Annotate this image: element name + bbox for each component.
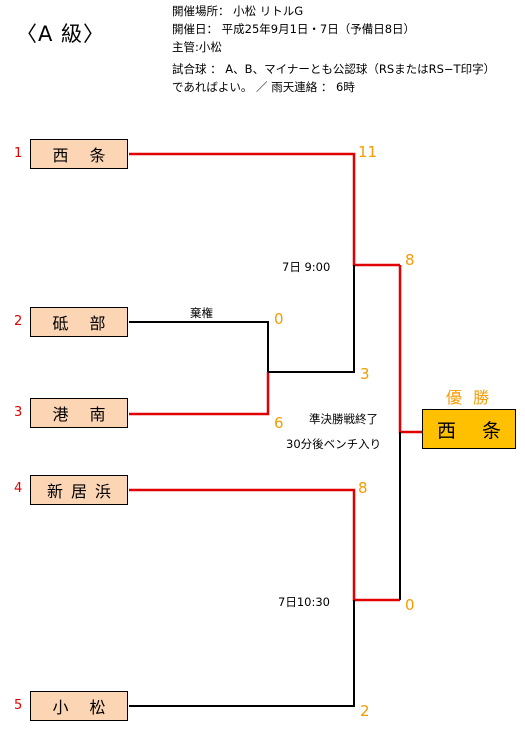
team-saijo: 西 条 bbox=[30, 139, 128, 169]
bench-note: 30分後ベンチ入り bbox=[286, 437, 382, 451]
score-final-bottom: 0 bbox=[405, 596, 415, 614]
semi2-time: 7日10:30 bbox=[278, 595, 330, 609]
venue-line: 開催場所： 小松 リトルG bbox=[172, 4, 304, 18]
date-line: 開催日： 平成25年9月1日・7日（予備日8日） bbox=[172, 22, 416, 36]
score-tobe: 0 bbox=[274, 310, 284, 328]
line-tobe bbox=[129, 321, 269, 372]
score-niihama: 8 bbox=[358, 479, 368, 497]
score-final-top: 8 bbox=[405, 251, 415, 269]
forfeit-note: 棄権 bbox=[190, 306, 213, 320]
seed-4: 4 bbox=[14, 481, 23, 496]
team-komatsu: 小 松 bbox=[30, 691, 128, 721]
organizer-line: 主管:小松 bbox=[172, 40, 222, 54]
champion-box: 西 条 bbox=[422, 409, 516, 449]
line-komatsu bbox=[129, 600, 355, 707]
seed-5: 5 bbox=[14, 698, 23, 713]
line-saijo bbox=[129, 152, 400, 267]
grade-title: 〈A 級〉 bbox=[16, 22, 106, 46]
line-konan-semi bbox=[268, 265, 355, 373]
line-konan bbox=[129, 372, 270, 416]
line-niihama bbox=[129, 488, 400, 602]
seed-2: 2 bbox=[14, 314, 23, 329]
score-saijo: 11 bbox=[358, 143, 378, 161]
semi1-time: 7日 9:00 bbox=[282, 260, 331, 274]
seed-1: 1 bbox=[14, 146, 23, 161]
score-konan-semi: 3 bbox=[360, 365, 370, 383]
ball-line: 試合球 ： A、B、マイナーとも公認球（RSまたはRS−T印字） bbox=[172, 62, 496, 76]
team-tobe: 砥 部 bbox=[30, 307, 128, 337]
team-niihama: 新居浜 bbox=[30, 475, 128, 505]
team-konan: 港 南 bbox=[30, 398, 128, 428]
seed-3: 3 bbox=[14, 405, 23, 420]
contact-line: であればよい。 ／ 雨天連絡 ： 6時 bbox=[172, 80, 355, 94]
champion-label: 優 勝 bbox=[446, 388, 493, 407]
semis-done-note: 準決勝戦終了 bbox=[309, 412, 378, 426]
score-komatsu: 2 bbox=[360, 702, 370, 720]
score-konan-r1: 6 bbox=[274, 414, 284, 432]
line-final-top bbox=[398, 265, 422, 434]
